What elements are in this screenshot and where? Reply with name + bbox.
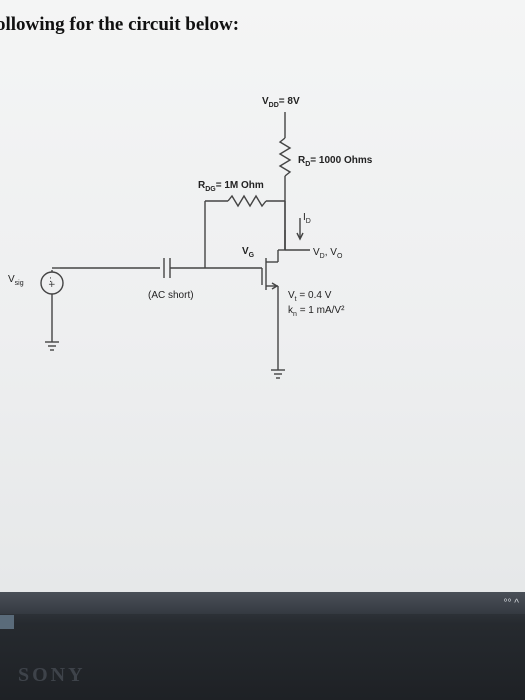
id-label: ID xyxy=(303,212,311,225)
photographed-page: ollowing for the circuit below: xyxy=(0,0,525,592)
brand-logo: SONY xyxy=(18,664,86,686)
vg-label: VG xyxy=(242,246,255,259)
vd-vo-label: VD, VO xyxy=(313,247,343,260)
circuit-diagram: + : xyxy=(40,112,310,379)
kn-label: kn = 1 mA/V² xyxy=(288,305,345,318)
taskbar xyxy=(0,592,525,614)
system-tray[interactable]: °° ^ xyxy=(503,598,519,609)
source-arrow xyxy=(271,282,279,290)
vt-label: Vt = 0.4 V xyxy=(288,290,332,303)
question-heading: ollowing for the circuit below: xyxy=(0,14,240,35)
vsig-label: Vsig xyxy=(8,274,24,287)
rd-label: RD= 1000 Ohms xyxy=(298,155,373,168)
start-icon[interactable] xyxy=(0,615,14,629)
rdg-resistor xyxy=(227,194,267,208)
svg-text::: : xyxy=(49,275,52,285)
capacitor-label: (AC short) xyxy=(148,290,194,301)
svg-text:+: + xyxy=(48,280,56,290)
rd-resistor xyxy=(278,137,292,177)
vdd-label: VDD= 8V xyxy=(262,96,300,109)
id-arrow-head xyxy=(296,232,304,241)
rdg-label: RDG= 1M Ohm xyxy=(198,180,264,193)
